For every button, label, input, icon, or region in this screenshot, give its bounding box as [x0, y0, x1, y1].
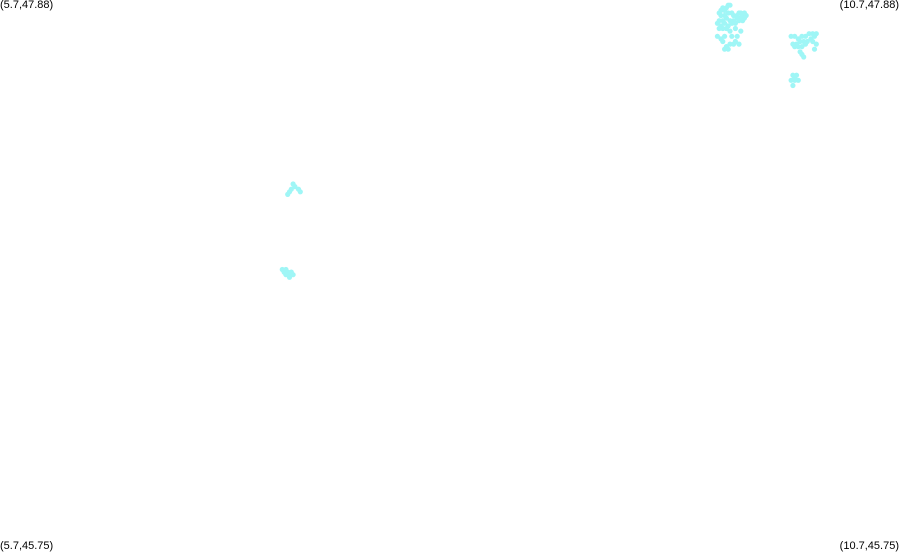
central-cluster-b	[279, 266, 296, 280]
map-point	[811, 46, 818, 52]
map-point	[722, 33, 728, 39]
map-point	[738, 28, 744, 34]
north-east-cluster-c	[788, 72, 801, 89]
map-point	[297, 189, 303, 195]
map-point	[732, 20, 739, 26]
map-point	[802, 41, 809, 47]
map-point	[714, 33, 721, 39]
map-point	[718, 12, 724, 19]
map-point	[795, 44, 801, 50]
map-point	[740, 18, 746, 24]
map-point	[720, 38, 726, 45]
map-point	[792, 44, 798, 50]
points-layer	[279, 2, 819, 280]
map-point	[806, 31, 812, 37]
map-point	[731, 41, 737, 47]
map-point	[797, 49, 803, 55]
map-point	[723, 15, 730, 21]
map-point	[810, 38, 816, 45]
map-point	[716, 25, 722, 32]
corner-label-bottom-right: (10.7,45.75)	[839, 540, 899, 552]
map-point	[729, 33, 735, 39]
map-point	[727, 2, 733, 8]
map-point	[292, 184, 298, 190]
map-point	[788, 77, 794, 83]
map-point	[790, 82, 796, 89]
map-point	[725, 10, 731, 16]
map-point	[811, 33, 818, 39]
map-point	[792, 77, 798, 83]
north-east-cluster-a	[714, 2, 749, 52]
map-point	[802, 33, 809, 39]
map-point	[727, 28, 733, 34]
map-point	[732, 25, 739, 32]
central-cluster-a	[285, 181, 303, 197]
map-point	[283, 272, 289, 278]
map-point	[734, 33, 740, 39]
corner-label-top-left: (5.7,47.88)	[0, 0, 54, 11]
map-point	[736, 41, 742, 47]
corner-label-bottom-left: (5.7,45.75)	[0, 540, 54, 552]
map-point	[793, 72, 800, 78]
map-point	[731, 12, 737, 19]
map-point	[797, 38, 803, 45]
map-point	[720, 25, 726, 32]
map-point	[725, 46, 731, 52]
map-point	[290, 272, 296, 278]
map-point	[722, 20, 728, 26]
map-point	[799, 33, 805, 39]
map-point	[722, 46, 728, 52]
map-point	[788, 33, 794, 39]
map-point	[736, 18, 742, 24]
map-point	[792, 33, 798, 39]
map-point	[813, 41, 819, 47]
map-point	[722, 7, 728, 13]
map-point	[714, 20, 721, 26]
map-point	[729, 20, 735, 26]
map-point	[801, 54, 807, 60]
map-point	[286, 274, 293, 280]
north-east-cluster-b	[788, 31, 819, 60]
map-point	[723, 25, 730, 32]
map-point	[795, 77, 801, 83]
corner-label-top-right: (10.7,47.88)	[839, 0, 899, 11]
map-point	[285, 191, 291, 197]
